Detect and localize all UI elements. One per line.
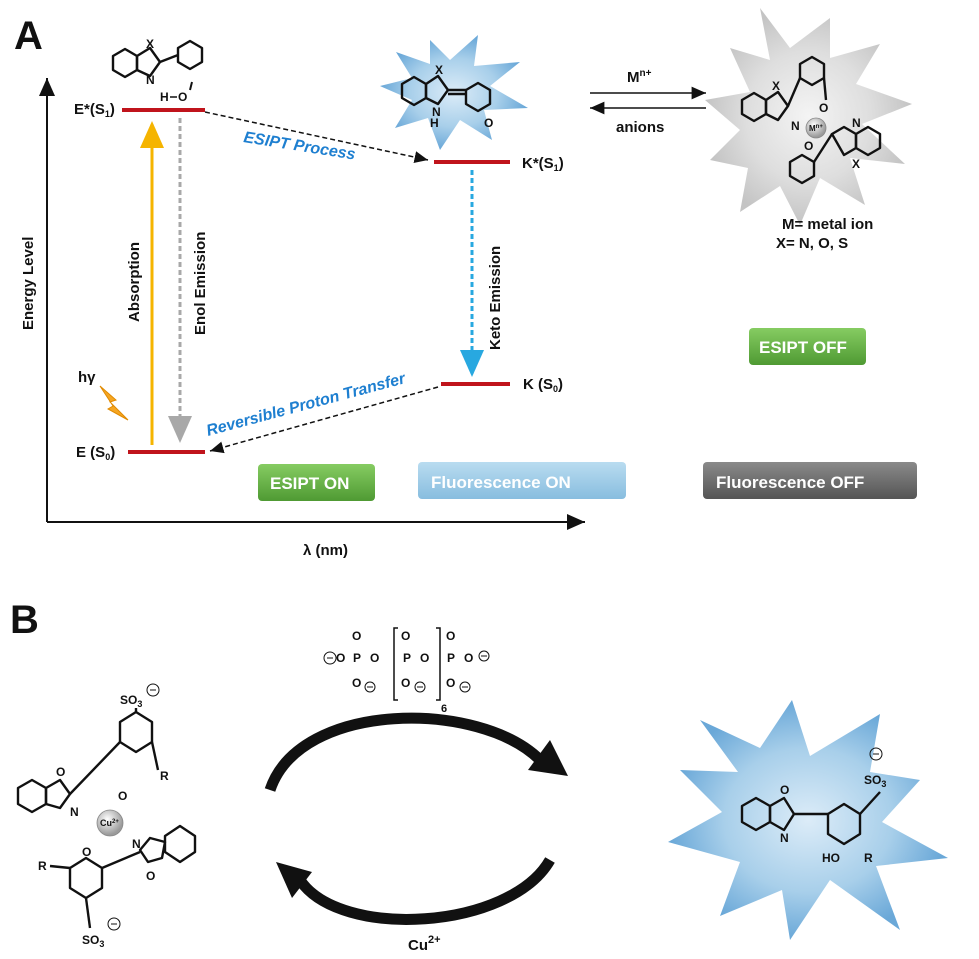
- svg-text:N: N: [146, 73, 155, 87]
- hv-label: hγ: [78, 369, 96, 386]
- svg-text:ESIPT OFF: ESIPT OFF: [759, 338, 847, 357]
- svg-text:O: O: [401, 629, 410, 643]
- complex-glow-star: [705, 8, 912, 225]
- svg-text:X: X: [772, 79, 780, 93]
- svg-text:O: O: [336, 651, 345, 665]
- copper-complex-molecule: SO3 R O N O Cu2+ O N O R SO3: [16, 683, 197, 949]
- esipt-off-badge: ESIPT OFF: [749, 328, 866, 365]
- svg-text:O: O: [780, 783, 789, 797]
- fluorescence-off-badge: Fluorescence OFF: [703, 462, 917, 499]
- svg-text:X: X: [435, 63, 443, 77]
- svg-text:Mn+: Mn+: [809, 124, 823, 133]
- metal-definition: M= metal ion: [782, 216, 873, 233]
- copper-reagent-label: Cu2+: [408, 934, 441, 954]
- keto-emission-label: Keto Emission: [487, 246, 504, 350]
- svg-text:O: O: [352, 676, 361, 690]
- svg-text:R: R: [38, 859, 47, 873]
- ligand-glow-star: [668, 700, 948, 940]
- svg-text:N: N: [132, 837, 141, 851]
- enol-ground-label: E (S0): [76, 444, 115, 462]
- svg-text:O: O: [446, 629, 455, 643]
- metal-arrow-label: Mn+: [627, 68, 652, 86]
- x-axis-label: λ (nm): [303, 542, 348, 559]
- svg-text:ESIPT ON: ESIPT ON: [270, 474, 349, 493]
- svg-text:O: O: [464, 651, 473, 665]
- svg-text:Fluorescence ON: Fluorescence ON: [431, 473, 571, 492]
- free-ligand-molecule: O N SO3 HO R: [740, 747, 886, 865]
- svg-text:O: O: [56, 765, 65, 779]
- enol-excited-label: E*(S1): [74, 101, 115, 119]
- x-definition: X= N, O, S: [776, 235, 848, 252]
- svg-text:P: P: [353, 651, 361, 665]
- svg-text:O: O: [420, 651, 429, 665]
- svg-text:P: P: [403, 651, 411, 665]
- svg-text:N: N: [70, 805, 79, 819]
- svg-text:O: O: [401, 676, 410, 690]
- svg-text:O: O: [484, 116, 493, 130]
- svg-text:O: O: [804, 139, 813, 153]
- lightning-icon: [99, 385, 129, 421]
- keto-molecule: X N H O: [400, 63, 493, 130]
- svg-text:SO3: SO3: [120, 693, 142, 709]
- esipt-process-arrow: [204, 111, 429, 164]
- metal-ion-sphere: [805, 117, 827, 139]
- forward-curved-arrow: [264, 712, 544, 792]
- svg-text:O: O: [352, 629, 361, 643]
- metal-complex-molecule: X N O Mn+ O N X: [740, 55, 882, 185]
- svg-text:Cu2+: Cu2+: [100, 818, 119, 828]
- svg-text:O: O: [82, 845, 91, 859]
- panel-a-letter: A: [14, 14, 43, 58]
- svg-text:Fluorescence OFF: Fluorescence OFF: [716, 473, 864, 492]
- y-axis-label: Energy Level: [20, 237, 37, 330]
- svg-text:P: P: [447, 651, 455, 665]
- svg-text:R: R: [864, 851, 873, 865]
- svg-text:N: N: [780, 831, 789, 845]
- absorption-label: Absorption: [126, 242, 143, 322]
- anions-label: anions: [616, 119, 664, 136]
- enol-molecule: X N H O: [111, 37, 204, 104]
- panel-b-letter: B: [10, 598, 39, 642]
- svg-text:X: X: [146, 37, 154, 51]
- svg-text:SO3: SO3: [82, 933, 104, 949]
- svg-text:X: X: [852, 157, 860, 171]
- svg-text:R: R: [160, 769, 169, 783]
- svg-text:O: O: [146, 869, 155, 883]
- svg-text:N: N: [852, 116, 861, 130]
- svg-text:H: H: [430, 116, 439, 130]
- svg-text:O: O: [370, 651, 379, 665]
- polyphosphate-repeat-count: 6: [441, 703, 447, 715]
- forward-arrowhead: [528, 740, 568, 776]
- keto-excited-label: K*(S1): [522, 155, 564, 173]
- svg-text:O: O: [118, 789, 127, 803]
- reversible-transfer-label: Reversible Proton Transfer: [205, 370, 408, 440]
- polyphosphate-structure: O P O O O P O O O 6 P O O O: [323, 627, 490, 715]
- svg-text:N: N: [432, 105, 441, 119]
- svg-text:SO3: SO3: [864, 773, 886, 789]
- energy-axes: [39, 78, 585, 530]
- esipt-on-badge: ESIPT ON: [258, 464, 375, 501]
- svg-text:H: H: [160, 90, 169, 104]
- svg-text:O: O: [446, 676, 455, 690]
- reverse-curved-arrow: [295, 857, 555, 925]
- fluorescence-on-badge: Fluorescence ON: [418, 462, 626, 499]
- keto-ground-label: K (S0): [523, 376, 563, 394]
- copper-ion-sphere: [96, 809, 124, 837]
- svg-text:N: N: [791, 119, 800, 133]
- svg-text:O: O: [819, 101, 828, 115]
- esipt-process-label: ESIPT Process: [242, 129, 356, 163]
- svg-text:HO: HO: [822, 851, 840, 865]
- keto-glow-star: [380, 35, 528, 150]
- enol-emission-label: Enol Emission: [192, 232, 209, 335]
- svg-text:O: O: [178, 90, 187, 104]
- reverse-arrowhead: [276, 862, 312, 898]
